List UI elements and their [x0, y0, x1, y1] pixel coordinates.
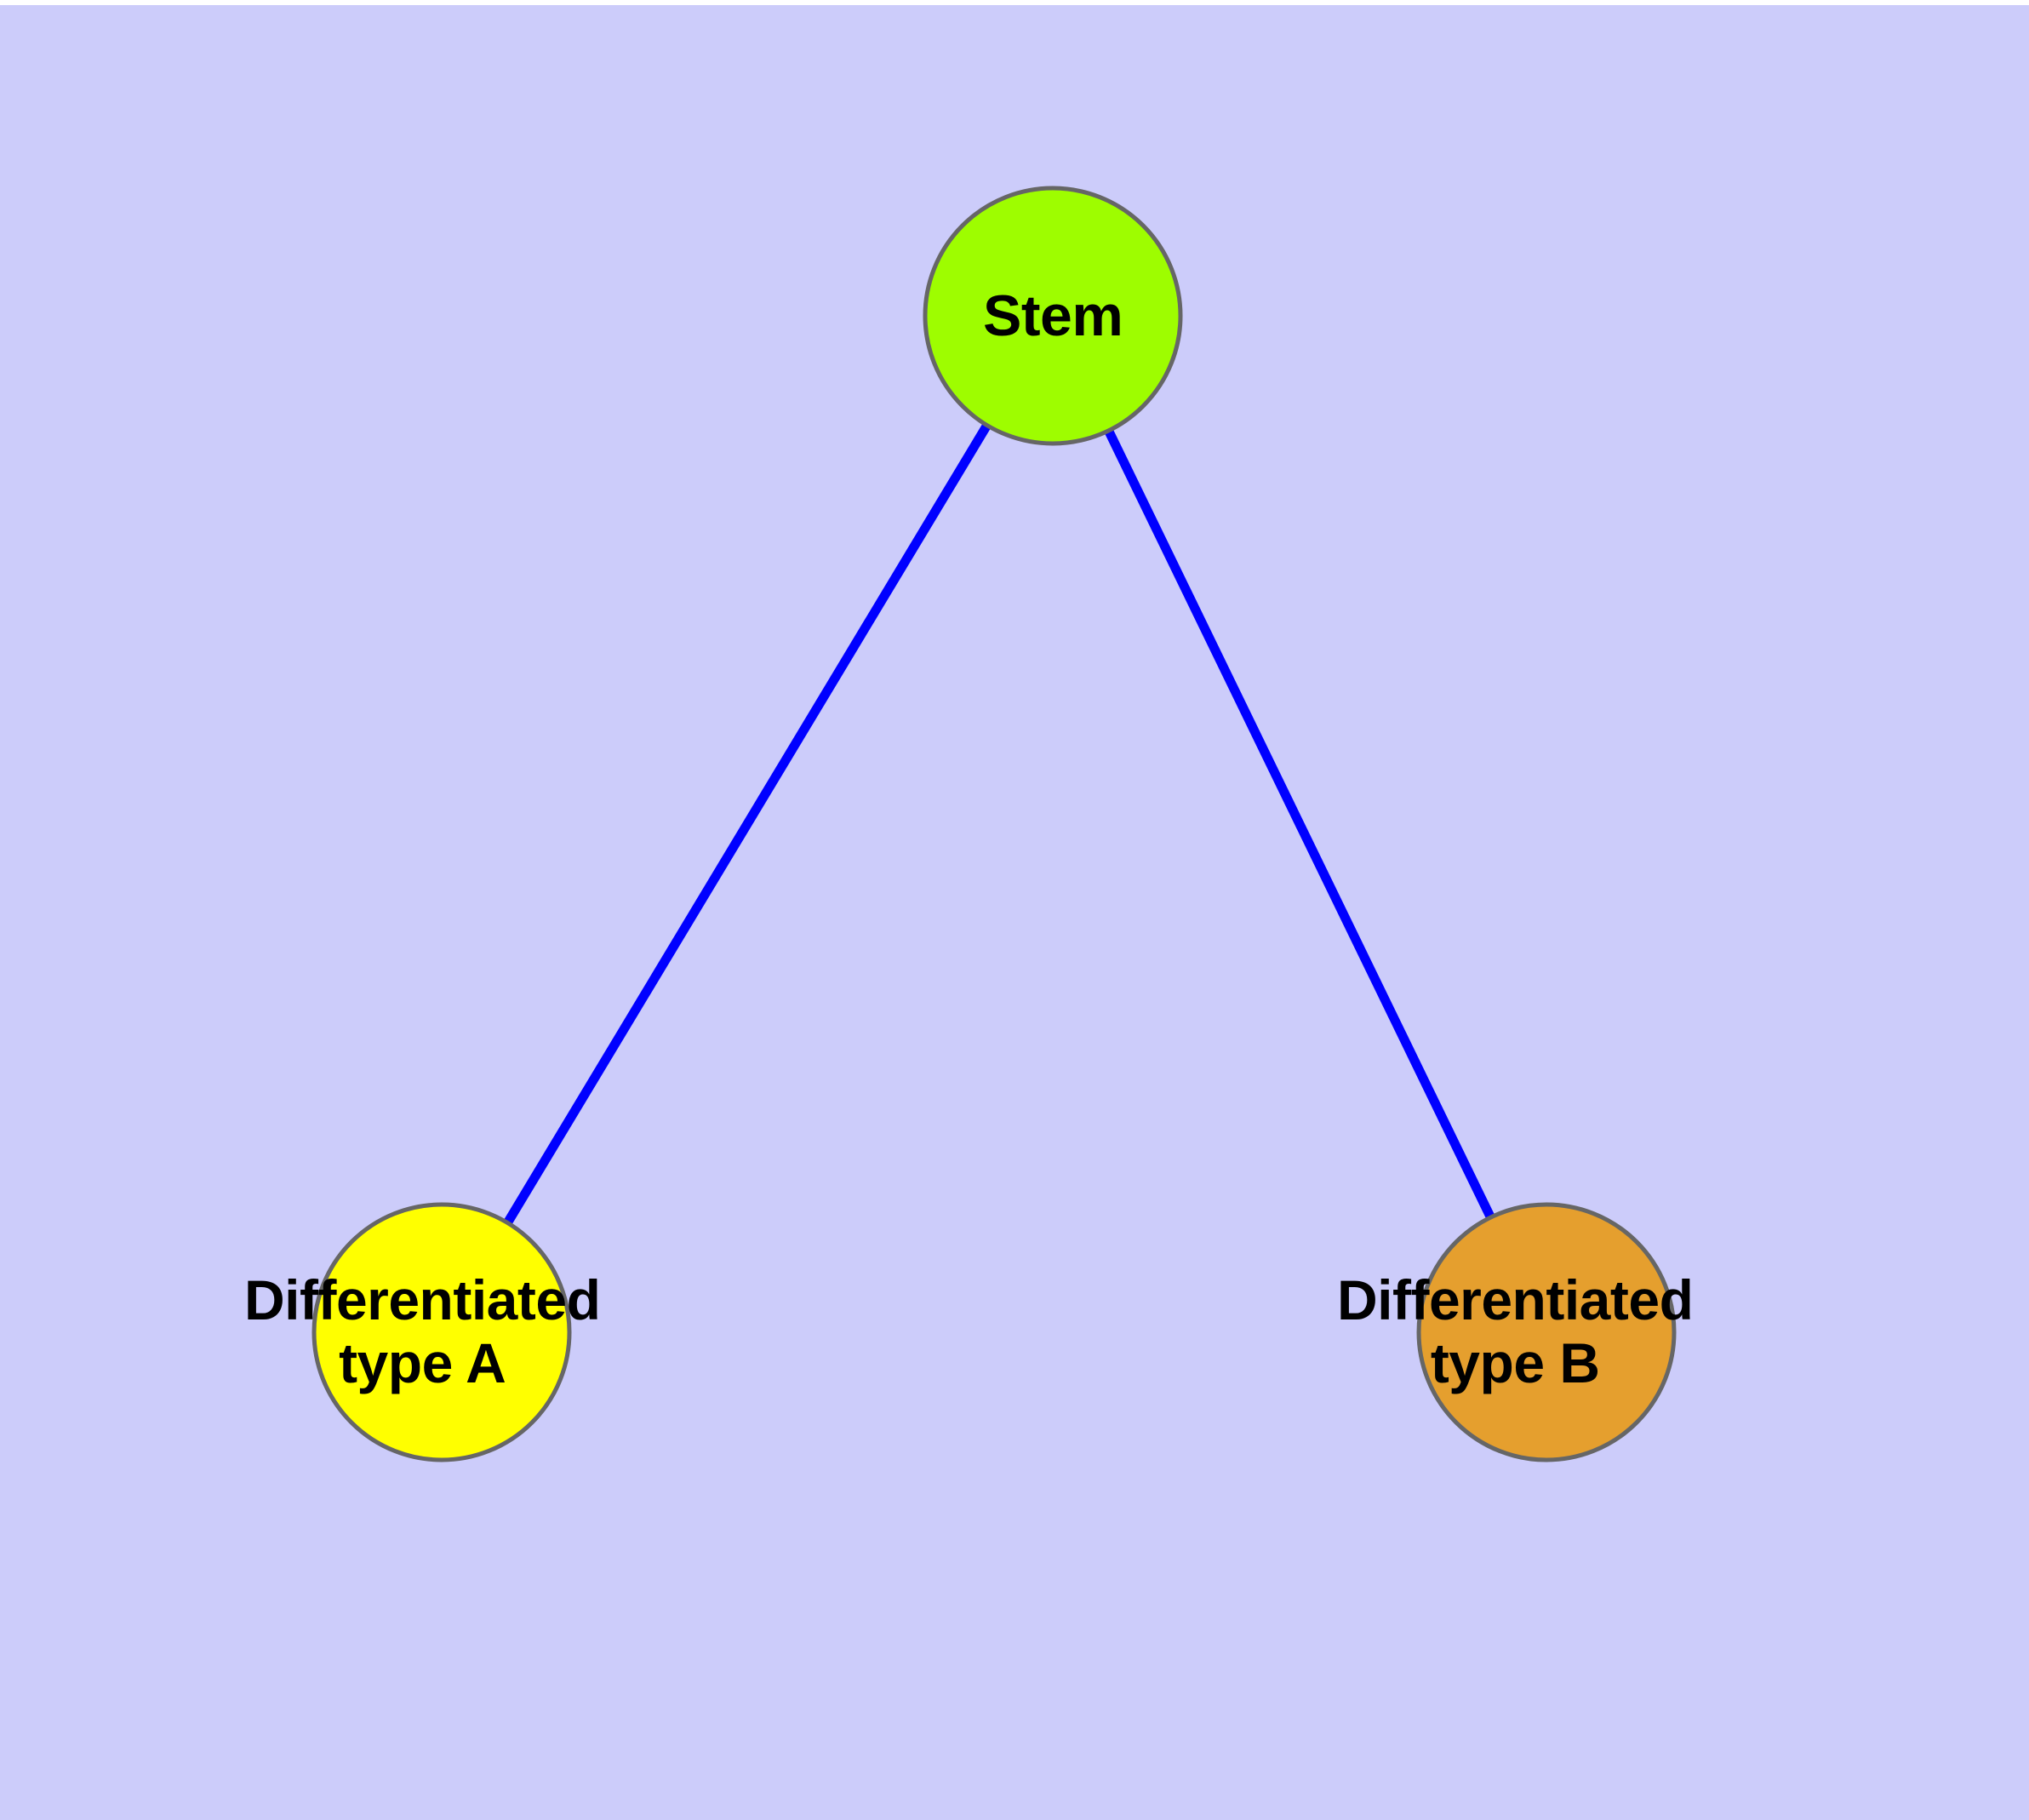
node-diff_a[interactable] [311, 1202, 572, 1462]
node-layer [311, 186, 1677, 1462]
node-diff_b[interactable] [1416, 1202, 1677, 1462]
edge-layer [437, 313, 1551, 1335]
node-stem[interactable] [923, 186, 1183, 446]
edge-stem-diff-b[interactable] [1049, 313, 1551, 1335]
edge-stem-diff-a[interactable] [437, 313, 1057, 1335]
